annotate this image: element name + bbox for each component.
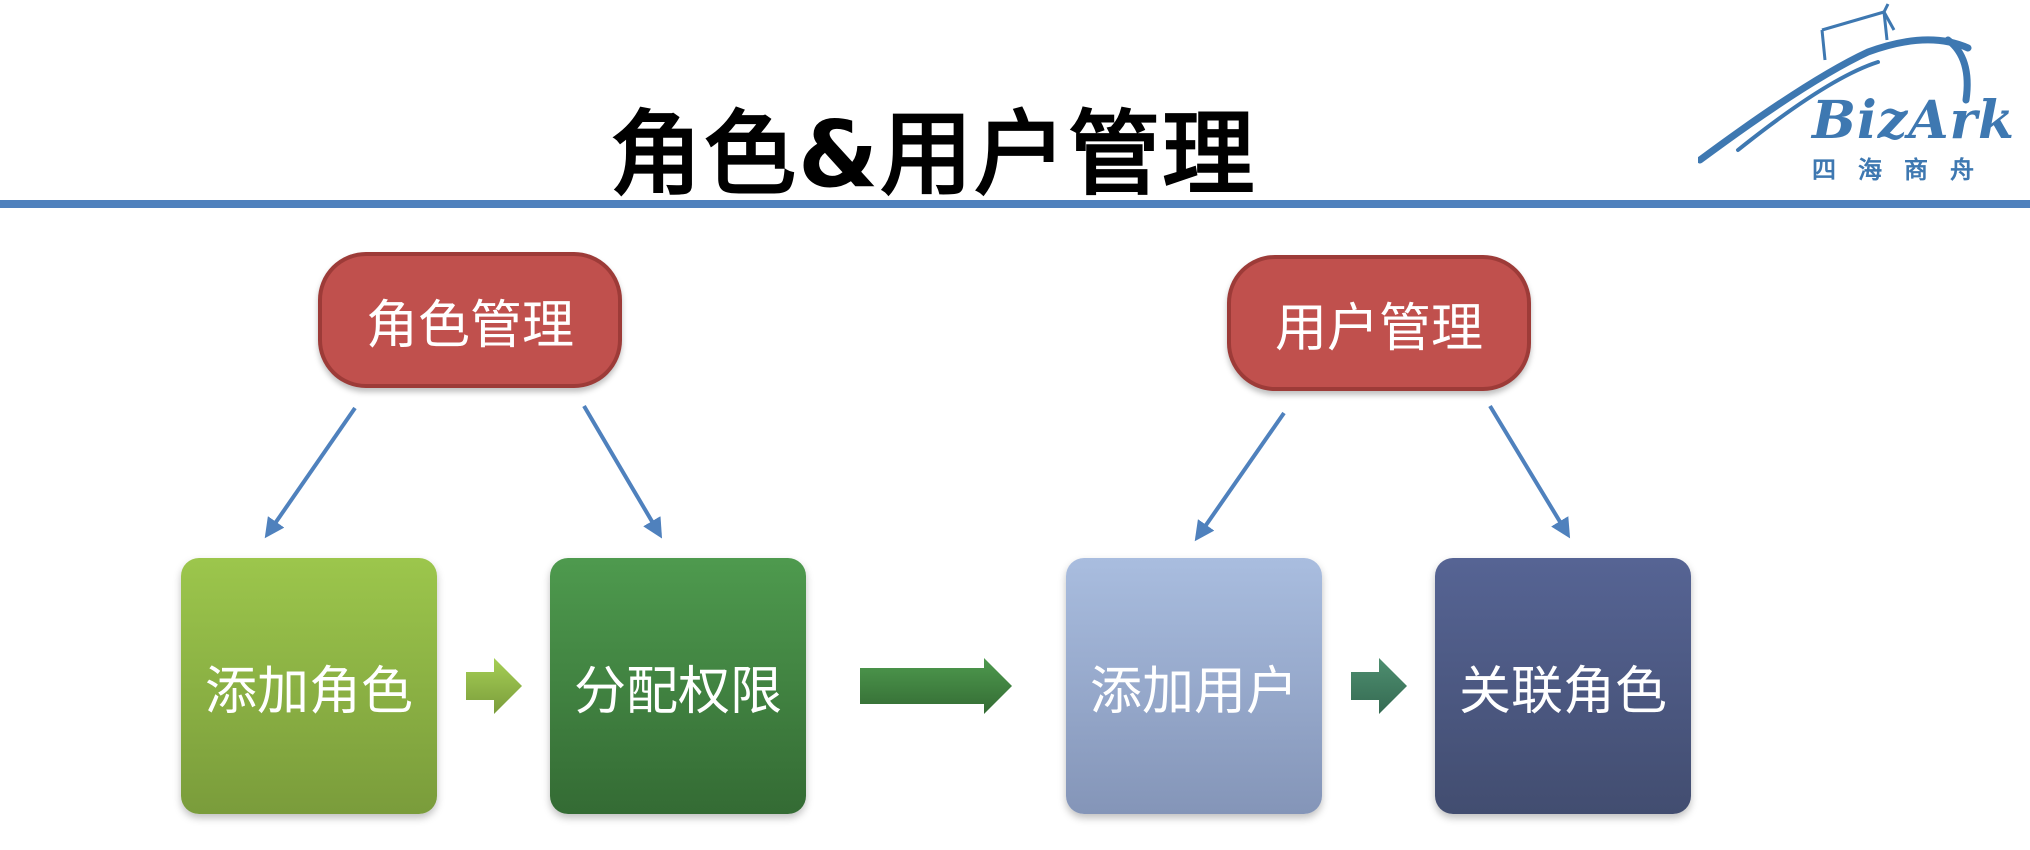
link-role-node: 关联角色 xyxy=(1435,558,1691,814)
logo-subtitle: 四海商舟 xyxy=(1812,156,1996,184)
add-user-label: 添加用户 xyxy=(1089,661,1298,722)
link-role-label: 关联角色 xyxy=(1458,661,1667,722)
user-management-node: 用户管理 xyxy=(1227,255,1531,391)
arrow-assign-permission-to-add-user xyxy=(860,658,1012,714)
role-management-node: 角色管理 xyxy=(318,252,622,388)
assign-permission-label: 分配权限 xyxy=(573,661,782,722)
arrow-user-to-add-user xyxy=(1194,411,1286,542)
arrow-add-role-to-assign-permission xyxy=(466,658,522,714)
logo-name: BizArk xyxy=(1812,90,2016,151)
assign-permission-node: 分配权限 xyxy=(550,558,806,814)
page-title: 角色&用户管理 xyxy=(610,101,1257,208)
arrow-add-user-to-link-role xyxy=(1351,658,1407,714)
add-role-node: 添加角色 xyxy=(181,558,437,814)
bizark-logo-icon xyxy=(1698,3,1972,164)
arrow-role-to-assign-permission xyxy=(582,404,663,539)
add-user-node: 添加用户 xyxy=(1066,558,1322,814)
user-management-label: 用户管理 xyxy=(1274,298,1483,359)
title-divider xyxy=(0,200,2030,208)
role-management-label: 角色管理 xyxy=(365,295,574,356)
arrow-user-to-link-role xyxy=(1488,404,1571,539)
arrow-role-to-add-role xyxy=(264,406,357,539)
add-role-label: 添加角色 xyxy=(204,661,413,722)
